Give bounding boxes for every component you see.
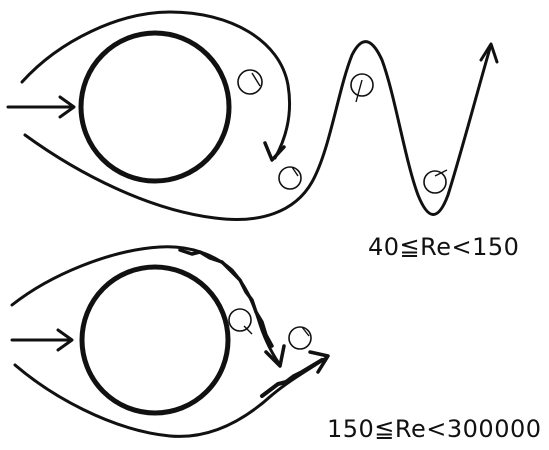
vortex-icon: [237, 69, 263, 95]
vortex-icon: [350, 73, 374, 103]
reynolds-range-label-bottom: 150≦Re<300000: [327, 415, 542, 443]
reynolds-range-label-top: 40≦Re<150: [368, 233, 520, 261]
top-recirculation-arrow-icon: [263, 141, 286, 162]
top-cylinder: [78, 30, 232, 184]
bottom-wake-streamline: [13, 356, 328, 438]
bottom-wake-turbulent-edge: [260, 358, 324, 398]
bottom-upper-streamline: [10, 245, 280, 364]
bottom-outflow-arrow-icon: [308, 350, 330, 374]
top-wake-streamline: [23, 40, 492, 221]
vortex-icon: [228, 308, 253, 335]
bottom-turbulent-edge: [178, 248, 274, 348]
bottom-inflow-arrow-icon: [10, 328, 74, 352]
top-panel: [6, 10, 499, 221]
vortex-icon: [278, 166, 302, 190]
top-outflow-arrow-icon: [479, 42, 499, 64]
top-inflow-arrow-icon: [6, 95, 76, 119]
vortex-icon: [423, 169, 448, 194]
bottom-panel: [10, 245, 330, 438]
bottom-recirculation-arrow-icon: [264, 344, 286, 368]
top-upper-streamline: [20, 10, 292, 160]
bottom-cylinder: [79, 264, 231, 416]
vortex-icon: [288, 326, 312, 350]
